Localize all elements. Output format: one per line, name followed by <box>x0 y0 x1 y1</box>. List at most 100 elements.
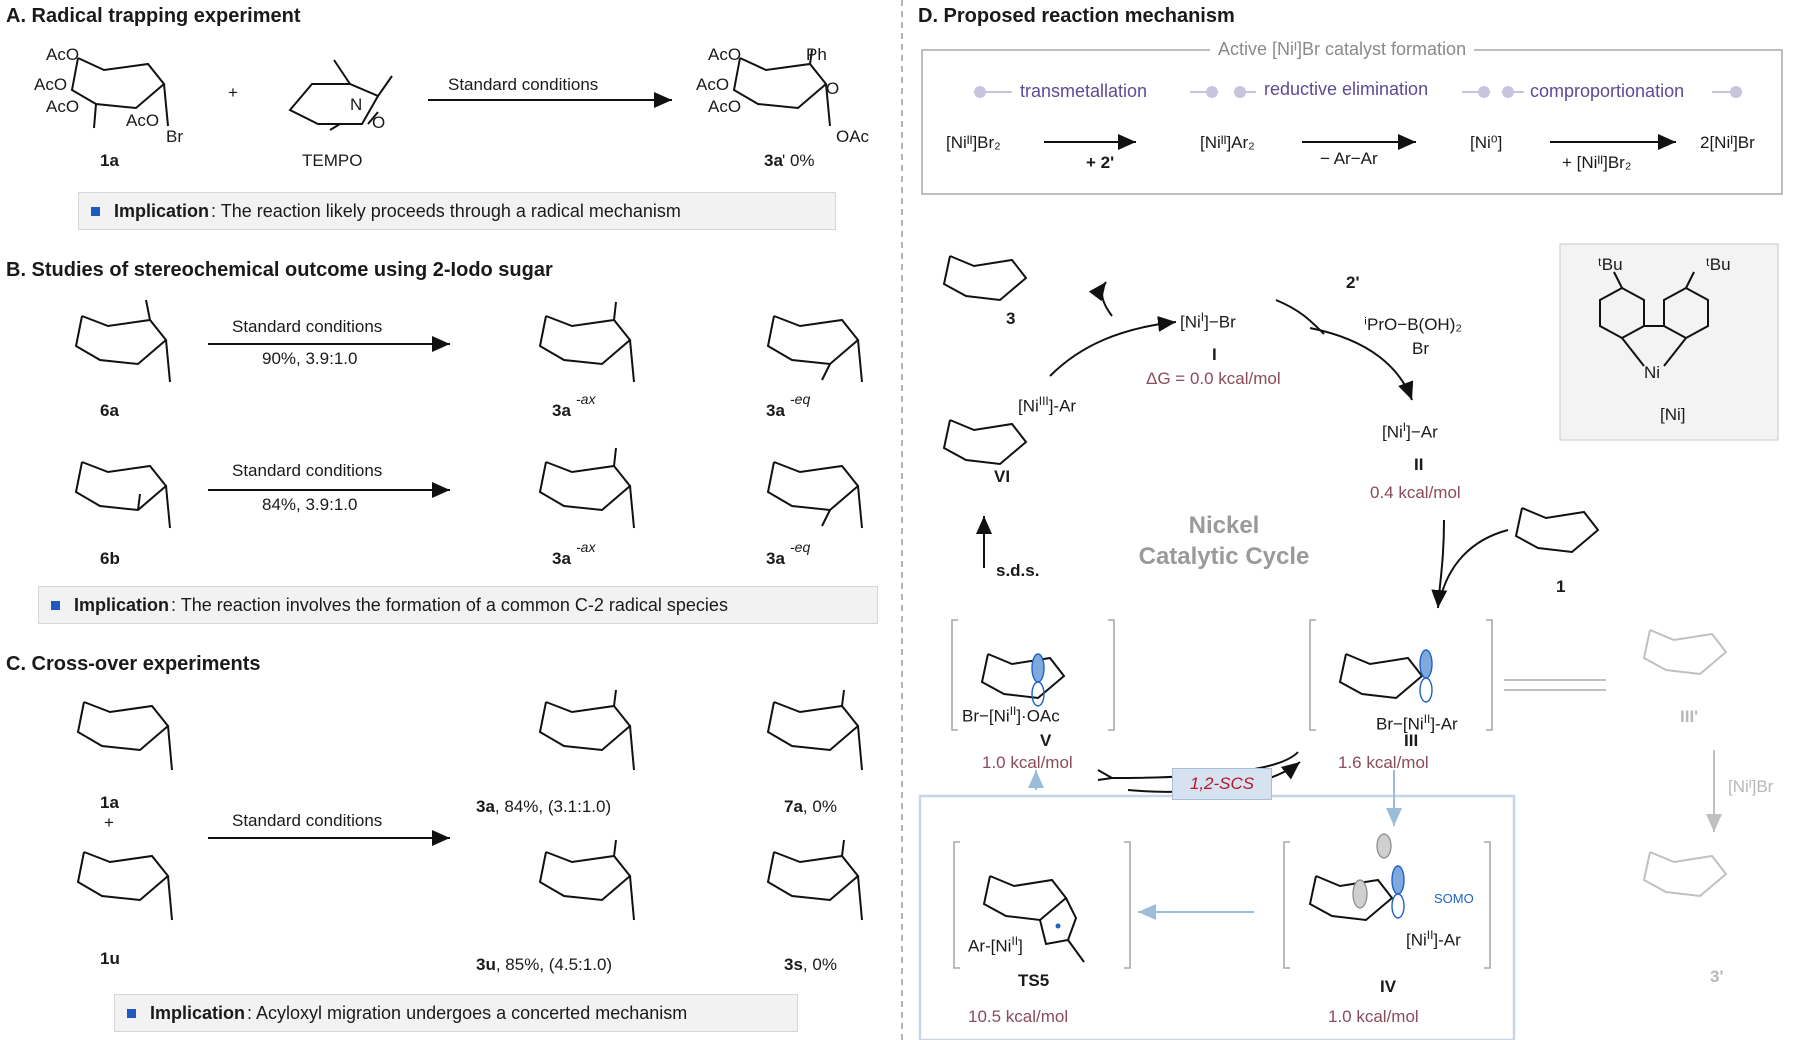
sugar-IV <box>1308 875 1394 922</box>
bullet-icon <box>91 206 100 216</box>
label-o-radical: O <box>372 113 386 132</box>
product-3a-c <box>538 689 635 771</box>
sugar-3 <box>942 255 1028 302</box>
species-ni0: [Ni⁰] <box>1470 133 1503 152</box>
compound-3a-ax-label-2: 3a <box>552 549 571 568</box>
arrow-b1-label: Standard conditions <box>232 317 383 336</box>
intermediate-TS5-formula: Ar-[NiII] <box>968 934 1023 956</box>
plus-sign: + <box>228 83 238 102</box>
intermediate-III-formula: Br−[NiII]-Ar <box>1376 712 1458 734</box>
ax-superscript-2: -ax <box>576 539 596 555</box>
sugar-VI <box>942 419 1028 466</box>
panel-a-title: A. Radical trapping experiment <box>6 5 301 27</box>
compound-1u-label: 1u <box>100 949 120 968</box>
intermediate-TS5-energy: 10.5 kcal/mol <box>968 1007 1069 1026</box>
product-3a-ax-2 <box>538 447 635 529</box>
arrow-I-to-II <box>1309 327 1414 401</box>
compound-3a-eq-label-2: 3a <box>766 549 785 568</box>
bullet-icon <box>51 600 60 610</box>
product-3a-ax-1 <box>538 301 635 383</box>
species-ni2-br2: [Niᴵᴵ]Br₂ <box>946 133 1001 152</box>
intermediate-III-energy: 1.6 kcal/mol <box>1338 753 1429 772</box>
label-aco: AcO <box>126 111 160 130</box>
sugar-6b <box>74 461 171 529</box>
implication-head: Implication <box>114 200 210 221</box>
implication-head: Implication <box>150 1002 246 1023</box>
implication-a: Implication : The reaction likely procee… <box>78 192 836 230</box>
ligand-box <box>1559 243 1779 441</box>
sugar-1a-a <box>70 57 169 129</box>
arrow-c-label: Standard conditions <box>232 811 383 830</box>
side-IIIp-label: III' <box>1680 707 1699 726</box>
intermediate-IV-energy: 1.0 kcal/mol <box>1328 1007 1419 1026</box>
arrow-VI-to-I <box>1049 315 1177 377</box>
label-aco: AcO <box>708 97 742 116</box>
compound-3a-eq-label: 3a <box>766 401 785 420</box>
panel-c-title: C. Cross-over experiments <box>6 653 261 675</box>
intermediate-V-energy: 1.0 kcal/mol <box>982 753 1073 772</box>
label-ph: Ph <box>806 45 827 64</box>
intermediate-I-formula: [NiI]−Br <box>1180 310 1236 332</box>
tempo-label: TEMPO <box>302 151 363 170</box>
sugar-V <box>980 653 1066 700</box>
intermediate-II-energy: 0.4 kcal/mol <box>1370 483 1461 502</box>
panel-b-title: B. Studies of stereochemical outcome usi… <box>6 259 553 281</box>
compound-6b-label: 6b <box>100 549 120 568</box>
arrow-I-to-3 <box>1088 281 1113 317</box>
sugar-III <box>1338 653 1424 700</box>
intermediate-V-formula: Br−[NiII]·OAc <box>962 704 1060 726</box>
compound-1a-label-c: 1a <box>100 793 119 812</box>
species-ni1-br: 2[Niᴵ]Br <box>1700 133 1755 152</box>
label-br: Br <box>166 127 183 146</box>
implication-text: : Acyloxyl migration undergoes a concert… <box>247 1002 688 1023</box>
side-loss-label: [Niᴵ]Br <box>1728 777 1774 796</box>
label-aco: AcO <box>46 97 80 116</box>
ax-superscript: -ax <box>576 391 596 407</box>
product-7a-result: 7a, 0% <box>784 797 837 816</box>
arrow-b2-result: 84%, 3.9:1.0 <box>262 495 358 514</box>
reagent-2p-label: 2' <box>1346 273 1360 292</box>
label-oac: OAc <box>836 127 870 146</box>
product-3-label: 3 <box>1006 309 1016 328</box>
intermediate-I-energy: ΔG = 0.0 kcal/mol <box>1146 369 1281 388</box>
step-comproportionation: comproportionation <box>1530 81 1685 101</box>
sds-label: s.d.s. <box>996 561 1040 580</box>
compound-3a-ax-label: 3a <box>552 401 571 420</box>
sugar-3p <box>1642 851 1728 898</box>
implication-b: Implication : The reaction involves the … <box>38 586 878 624</box>
step-reductive-elimination: reductive elimination <box>1264 79 1429 99</box>
bullet-icon <box>127 1008 136 1018</box>
sugar-1a-c <box>76 701 173 771</box>
scs-label: 1,2-SCS <box>1172 768 1272 800</box>
intermediate-III-label: III <box>1404 731 1419 750</box>
reagent-ni2br2: + [Niᴵᴵ]Br₂ <box>1562 153 1632 172</box>
arrow-II-to-III <box>1431 519 1448 609</box>
intermediate-I-label: I <box>1212 345 1217 364</box>
implication-text: : The reaction likely proceeds through a… <box>211 200 681 221</box>
compound-1a-label: 1a <box>100 151 119 170</box>
plus-sign-c: + <box>104 813 114 832</box>
catalyst-box-title: Active [Niᴵ]Br catalyst formation <box>1210 40 1475 58</box>
sugar-6a <box>74 299 171 383</box>
ligand-tbu-right: ᵗBu <box>1706 255 1731 274</box>
label-aco: AcO <box>708 45 742 64</box>
product-3s-result: 3s, 0% <box>784 955 837 974</box>
byproduct-formula: ⁱPrO−B(OH)₂ <box>1364 315 1462 334</box>
mechanism-detail-box <box>918 794 1516 1040</box>
ligand-tbu-left: ᵗBu <box>1598 255 1623 274</box>
product-3a-eq-1 <box>766 315 863 383</box>
label-n: N <box>350 95 363 114</box>
product-7a <box>766 689 863 771</box>
product-3u-result: 3u, 85%, (4.5:1.0) <box>476 955 613 974</box>
side-3p-label: 3' <box>1710 967 1724 986</box>
intermediate-VI-formula: [NiIII]-Ar <box>1018 394 1077 416</box>
arrow-a-label: Standard conditions <box>448 75 599 94</box>
compound-3a-yield: ' 0% <box>782 151 815 170</box>
product-3a-prime <box>732 49 831 127</box>
tempo-ring <box>288 59 393 131</box>
intermediate-IV-formula: [NiII]-Ar <box>1406 928 1461 950</box>
arrow-2p-in <box>1275 299 1325 335</box>
arrow-b1-result: 90%, 3.9:1.0 <box>262 349 358 368</box>
